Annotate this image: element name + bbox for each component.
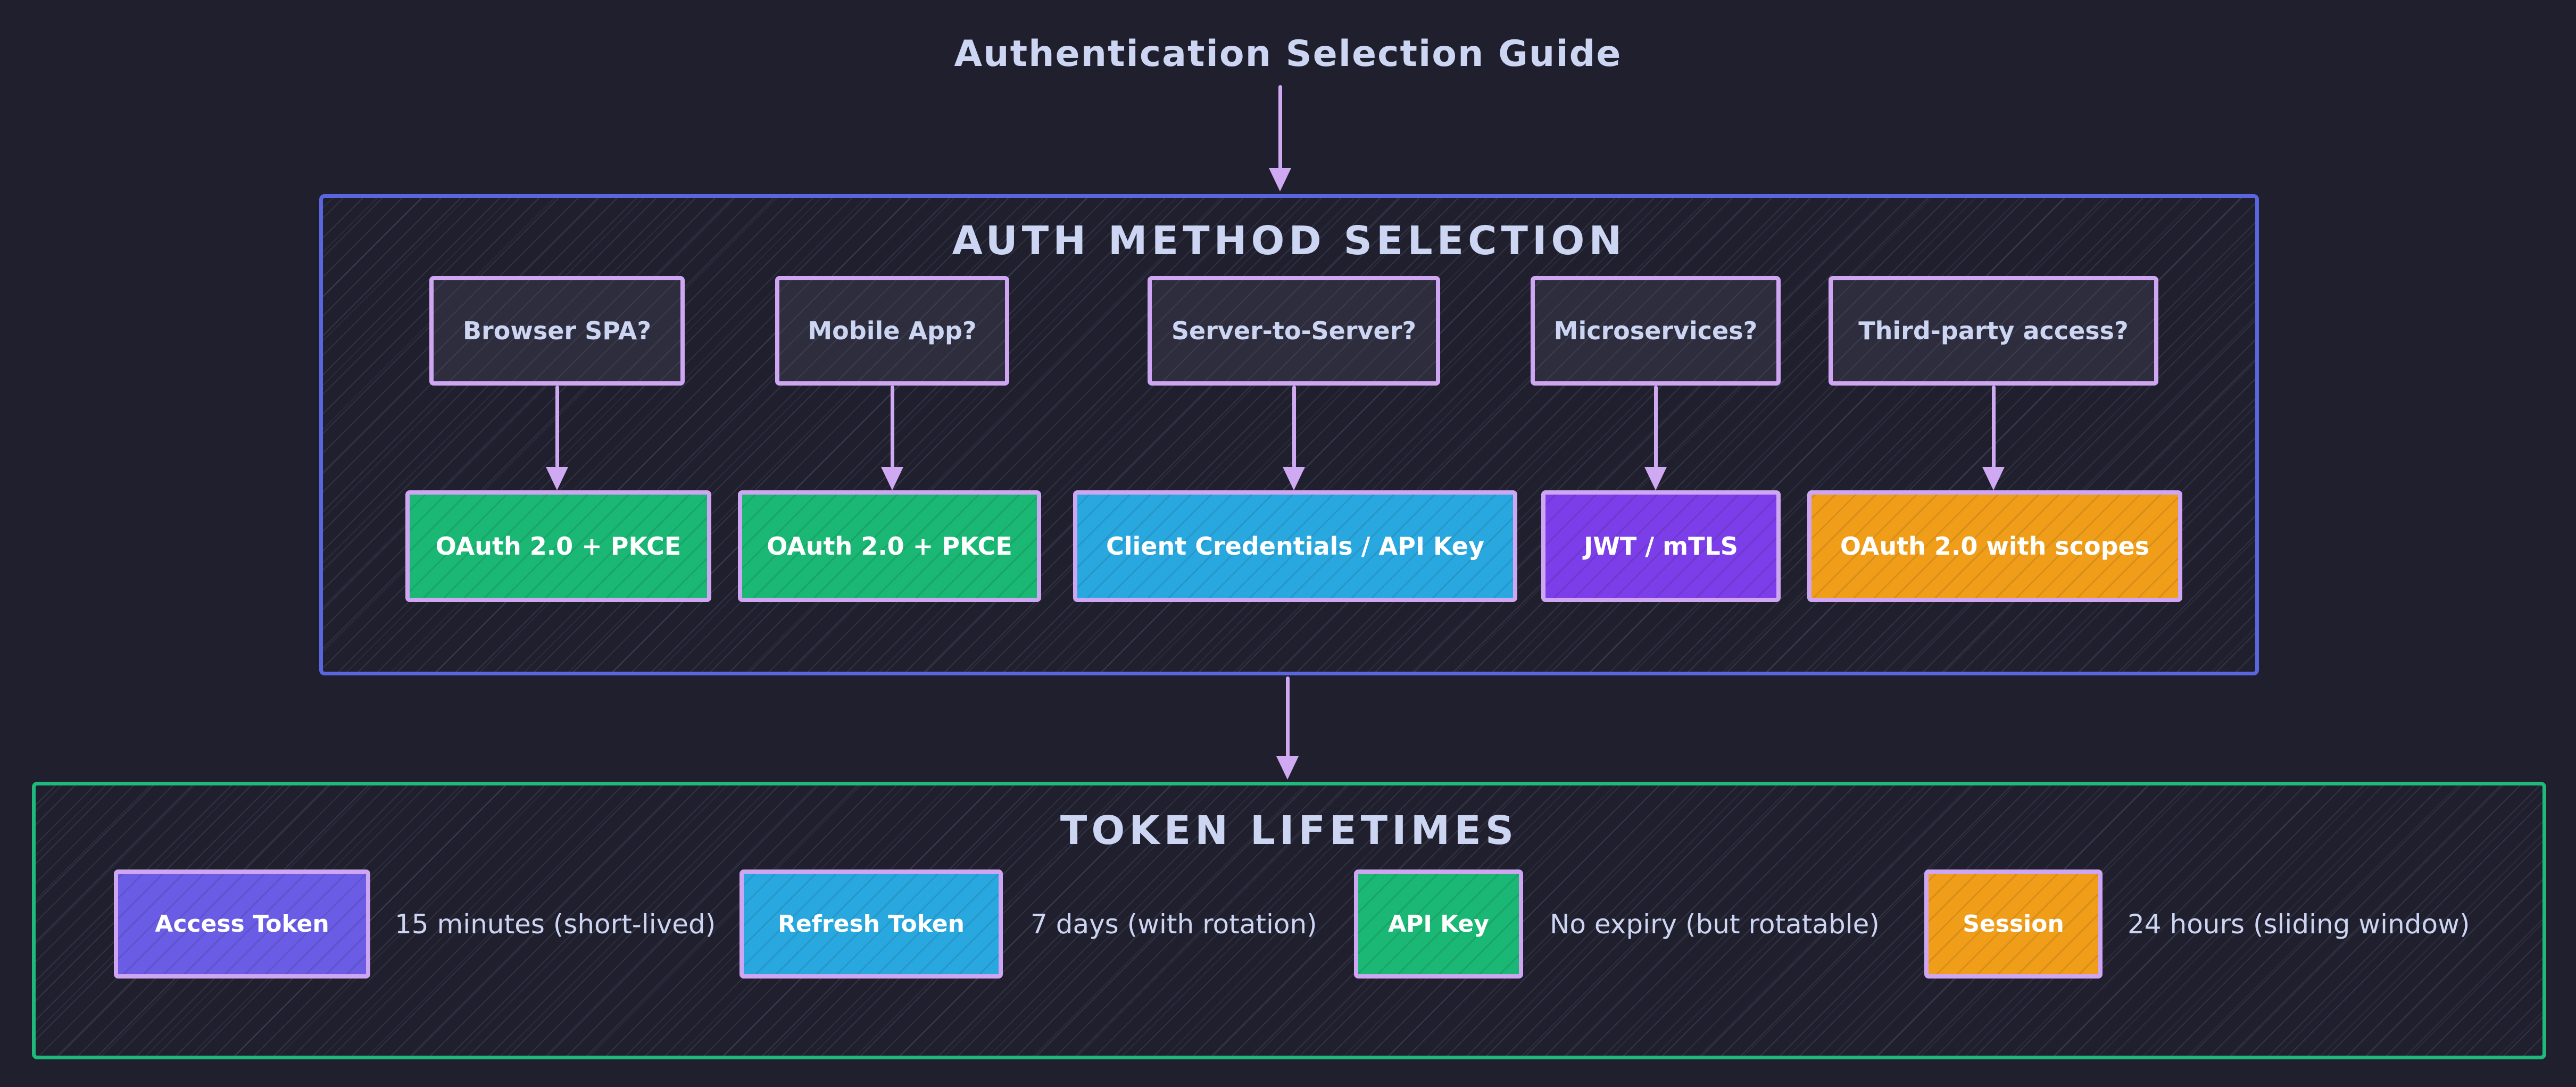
token-label: Session [1963,910,2064,938]
question-label: Microservices? [1553,316,1758,345]
token-label: API Key [1388,910,1489,938]
arrow-question-to-answer-icon [1982,386,2005,490]
token-box-refresh-token: Refresh Token [739,869,1003,979]
token-section-title: TOKEN LIFETIMES [1060,808,1518,854]
question-box-browser-spa: Browser SPA? [429,276,685,386]
arrow-shaft [890,386,894,468]
arrow-question-to-answer-icon [880,386,904,490]
arrow-question-to-answer-icon [1282,386,1306,490]
token-lifetimes-section: TOKEN LIFETIMES Access Token 15 minutes … [32,782,2546,1059]
question-box-microservices: Microservices? [1531,276,1781,386]
question-box-mobile-app: Mobile App? [775,276,1009,386]
answer-box-client-credentials: Client Credentials / API Key [1073,490,1517,602]
arrow-shaft [1292,386,1296,468]
token-lifetime-text: 15 minutes (short-lived) [395,908,716,940]
answer-box-oauth-pkce-spa: OAuth 2.0 + PKCE [405,490,711,602]
arrow-head-icon [1269,168,1291,191]
answer-box-jwt-mtls: JWT / mTLS [1541,490,1781,602]
token-lifetime-text: 7 days (with rotation) [1031,908,1317,940]
answer-box-oauth-scopes: OAuth 2.0 with scopes [1807,490,2182,602]
arrow-shaft [555,386,559,468]
answer-label: Client Credentials / API Key [1106,532,1484,561]
token-lifetime-text: 24 hours (sliding window) [2128,908,2470,940]
arrow-head-icon [881,467,903,490]
answer-label: JWT / mTLS [1584,532,1738,561]
question-box-server-to-server: Server-to-Server? [1148,276,1440,386]
answer-label: OAuth 2.0 + PKCE [767,532,1012,561]
arrow-shaft [1991,386,1996,468]
arrow-head-icon [546,467,568,490]
question-label: Third-party access? [1858,316,2129,345]
arrow-question-to-answer-icon [1644,386,1667,490]
page-title: Authentication Selection Guide [954,33,1622,75]
arrow-head-icon [1276,756,1299,780]
arrow-question-to-answer-icon [545,386,569,490]
arrow-shaft [1653,386,1658,468]
token-box-api-key: API Key [1354,869,1523,979]
arrow-head-icon [1644,467,1667,490]
token-lifetime-text: No expiry (but rotatable) [1550,908,1880,940]
token-box-access-token: Access Token [114,869,370,979]
arrow-title-to-auth-icon [1268,85,1292,191]
question-label: Browser SPA? [462,316,652,345]
answer-label: OAuth 2.0 with scopes [1840,532,2150,561]
token-label: Refresh Token [778,910,965,938]
question-label: Mobile App? [808,316,977,345]
question-box-third-party: Third-party access? [1829,276,2158,386]
answer-box-oauth-pkce-mobile: OAuth 2.0 + PKCE [738,490,1041,602]
arrow-shaft [1285,676,1290,757]
arrow-head-icon [1283,467,1305,490]
answer-label: OAuth 2.0 + PKCE [435,532,682,561]
arrow-shaft [1278,85,1282,169]
question-label: Server-to-Server? [1171,316,1417,345]
token-box-session: Session [1924,869,2103,979]
token-label: Access Token [155,910,329,938]
arrow-head-icon [1982,467,2005,490]
auth-section-title: AUTH METHOD SELECTION [952,218,1626,264]
auth-method-selection-section: AUTH METHOD SELECTION Browser SPA? Mobil… [319,194,2259,675]
arrow-auth-to-token-icon [1276,676,1299,780]
